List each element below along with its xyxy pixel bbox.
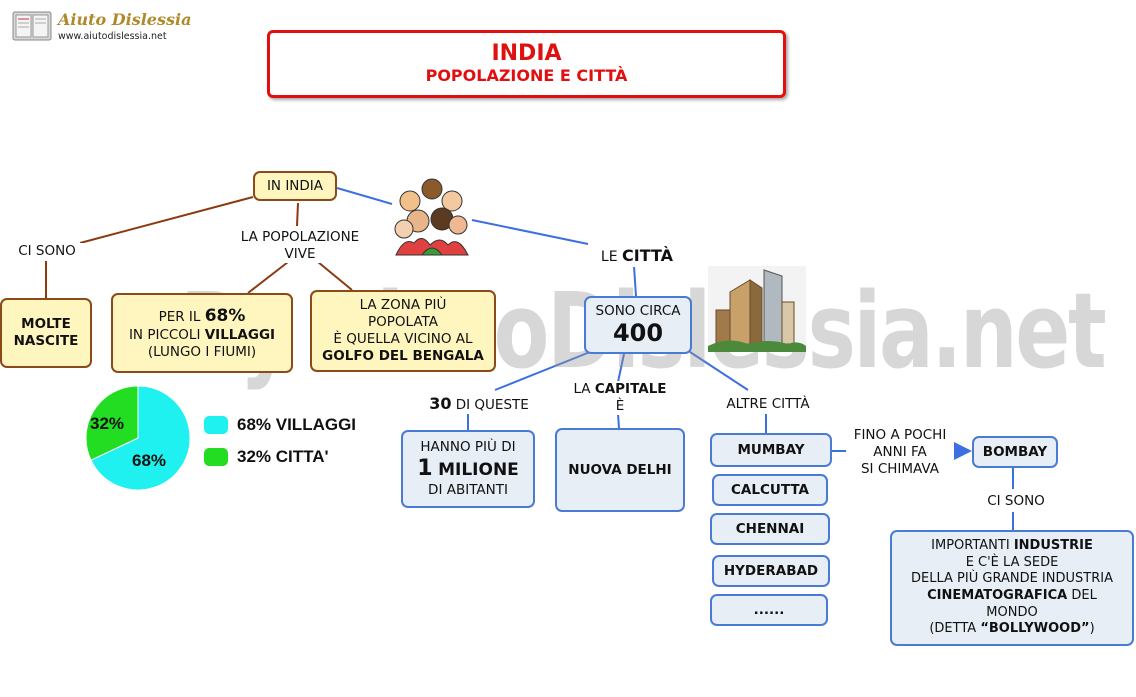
label-popolazione-vive: LA POPOLAZIONE VIVE [232, 229, 368, 263]
sono-circa-label: SONO CIRCA [595, 303, 681, 320]
city-item-calcutta: CALCUTTA [712, 474, 828, 506]
industrie-line6-pre: (DETTA [929, 621, 981, 637]
city-item-label: HYDERABAD [723, 562, 819, 579]
industrie-line6: (DETTA “BOLLYWOOD”) [929, 621, 1094, 638]
label-popolazione-line2: VIVE [284, 245, 316, 262]
capitale-line1: LA CAPITALE [564, 381, 676, 398]
milione-line2: 1 MILIONE [417, 456, 519, 481]
legend-citta: 32% CITTA' [237, 447, 329, 466]
nuova-delhi-label: NUOVA DELHI [568, 461, 672, 478]
industrie-line6-bold: “BOLLYWOOD” [980, 621, 1090, 637]
label-popolazione-line1: LA POPOLAZIONE [240, 229, 360, 245]
node-zona-popolata: LA ZONA PIÙ POPOLATA È QUELLA VICINO AL … [310, 290, 496, 372]
industrie-line1: IMPORTANTI INDUSTRIE [931, 538, 1093, 555]
city-item-chennai: CHENNAI [710, 513, 830, 545]
node-un-milione: HANNO PIÙ DI 1 MILIONE DI ABITANTI [401, 430, 535, 508]
bombay-label: BOMBAY [982, 443, 1048, 460]
node-bombay: BOMBAY [972, 436, 1058, 468]
city-item-label: CALCUTTA [731, 481, 809, 498]
capitale-line2: È [615, 397, 625, 414]
label-trenta-di-queste: 30 DI QUESTE [418, 394, 540, 414]
industrie-line4: CINEMATOGRAFICA DEL [927, 588, 1097, 605]
industrie-line1-bold: INDUSTRIE [1013, 538, 1093, 554]
le-citta-pre: LE [600, 249, 623, 265]
city-item-label: MUMBAY [737, 441, 805, 458]
milione-bold: MILIONE [438, 460, 519, 481]
node-in-india-label: IN INDIA [266, 177, 324, 194]
sono-circa-number: 400 [612, 319, 664, 348]
le-citta-bold: CITTÀ [622, 246, 674, 265]
industrie-line3: DELLA PIÙ GRANDE INDUSTRIA [911, 571, 1113, 587]
site-logo[interactable]: Aiuto Dislessia www.aiutodislessia.net [12, 8, 191, 46]
node-villaggi: PER IL 68% IN PICCOLI VILLAGGI (LUNGO I … [111, 293, 293, 373]
villaggi-line2-pre: IN PICCOLI [128, 326, 205, 343]
label-ci-sono-industrie: CI SONO [974, 493, 1058, 510]
villaggi-line3: (LUNGO I FIUMI) [147, 343, 257, 360]
fino-line1: FINO A POCHI [853, 427, 947, 443]
label-capitale: LA CAPITALE È [562, 381, 678, 415]
node-sono-circa: SONO CIRCA 400 [584, 296, 692, 354]
city-buildings-icon [708, 266, 806, 352]
zona-line2: POPOLATA [368, 314, 438, 331]
pie-slice-0 [90, 385, 191, 491]
capitale-pre: LA [573, 381, 595, 397]
node-molte-nascite-label: MOLTE NASCITE [13, 316, 79, 349]
industrie-line1-pre: IMPORTANTI [931, 538, 1014, 554]
industrie-line2: E C'È LA SEDE [965, 554, 1059, 570]
industrie-line4-bold: CINEMATOGRAFICA [927, 588, 1068, 603]
milione-line1: HANNO PIÙ DI [420, 439, 516, 456]
city-item-label: CHENNAI [735, 520, 805, 537]
node-industrie: IMPORTANTI INDUSTRIE E C'È LA SEDE DELLA… [890, 530, 1134, 646]
industrie-line4-post: DEL [1067, 588, 1097, 603]
zona-line3: È QUELLA VICINO AL [333, 331, 473, 347]
city-item-more: ...... [710, 594, 828, 626]
zona-line4: GOLFO DEL BENGALA [322, 347, 484, 364]
population-pie-chart [85, 385, 191, 491]
milione-line3: DI ABITANTI [428, 481, 508, 498]
villaggi-line1: PER IL 68% [159, 306, 246, 327]
legend-swatch-villaggi [204, 416, 228, 434]
villaggi-pct: 68% [204, 305, 246, 326]
label-ci-sono: CI SONO [10, 243, 84, 260]
book-icon [12, 11, 52, 41]
zona-line1: LA ZONA PIÙ [359, 297, 447, 314]
legend-swatch-citta [204, 448, 228, 466]
label-fino-a-pochi-anni-fa: FINO A POCHI ANNI FA SI CHIMAVA [846, 427, 954, 478]
pie-label-villaggi: 68% [132, 451, 167, 470]
villaggi-pre: PER IL [158, 308, 205, 325]
people-icon [394, 178, 469, 256]
pie-slice-1 [85, 385, 139, 461]
title-box: INDIA POPOLAZIONE E CITTÀ [267, 30, 786, 98]
city-item-label: ...... [753, 601, 785, 618]
capitale-bold: CAPITALE [594, 381, 667, 397]
logo-url: www.aiutodislessia.net [58, 31, 167, 42]
trenta-number: 30 [429, 394, 452, 413]
milione-num: 1 [417, 456, 433, 482]
city-item-hyderabad: HYDERABAD [712, 555, 830, 587]
industrie-line6-post: ) [1089, 621, 1095, 637]
page-subtitle: POPOLAZIONE E CITTÀ [425, 66, 628, 86]
label-le-citta: LE CITTÀ [590, 246, 684, 267]
label-altre-citta: ALTRE CITTÀ [714, 396, 822, 413]
page-title: INDIA [491, 40, 562, 66]
villaggi-line2: IN PICCOLI VILLAGGI [129, 327, 275, 344]
logo-name: Aiuto Dislessia [58, 10, 192, 29]
fino-line2: ANNI FA [873, 443, 927, 460]
trenta-rest: DI QUESTE [451, 397, 529, 413]
industrie-line5: MONDO [986, 604, 1038, 620]
city-item-mumbay: MUMBAY [710, 433, 832, 467]
node-nuova-delhi: NUOVA DELHI [555, 428, 685, 512]
legend-villaggi: 68% VILLAGGI [237, 415, 357, 434]
villaggi-line2-bold: VILLAGGI [204, 326, 276, 343]
fino-line3: SI CHIMAVA [860, 460, 940, 477]
pie-label-citta: 32% [90, 414, 125, 433]
node-in-india: IN INDIA [253, 171, 337, 201]
node-molte-nascite: MOLTE NASCITE [0, 298, 92, 368]
